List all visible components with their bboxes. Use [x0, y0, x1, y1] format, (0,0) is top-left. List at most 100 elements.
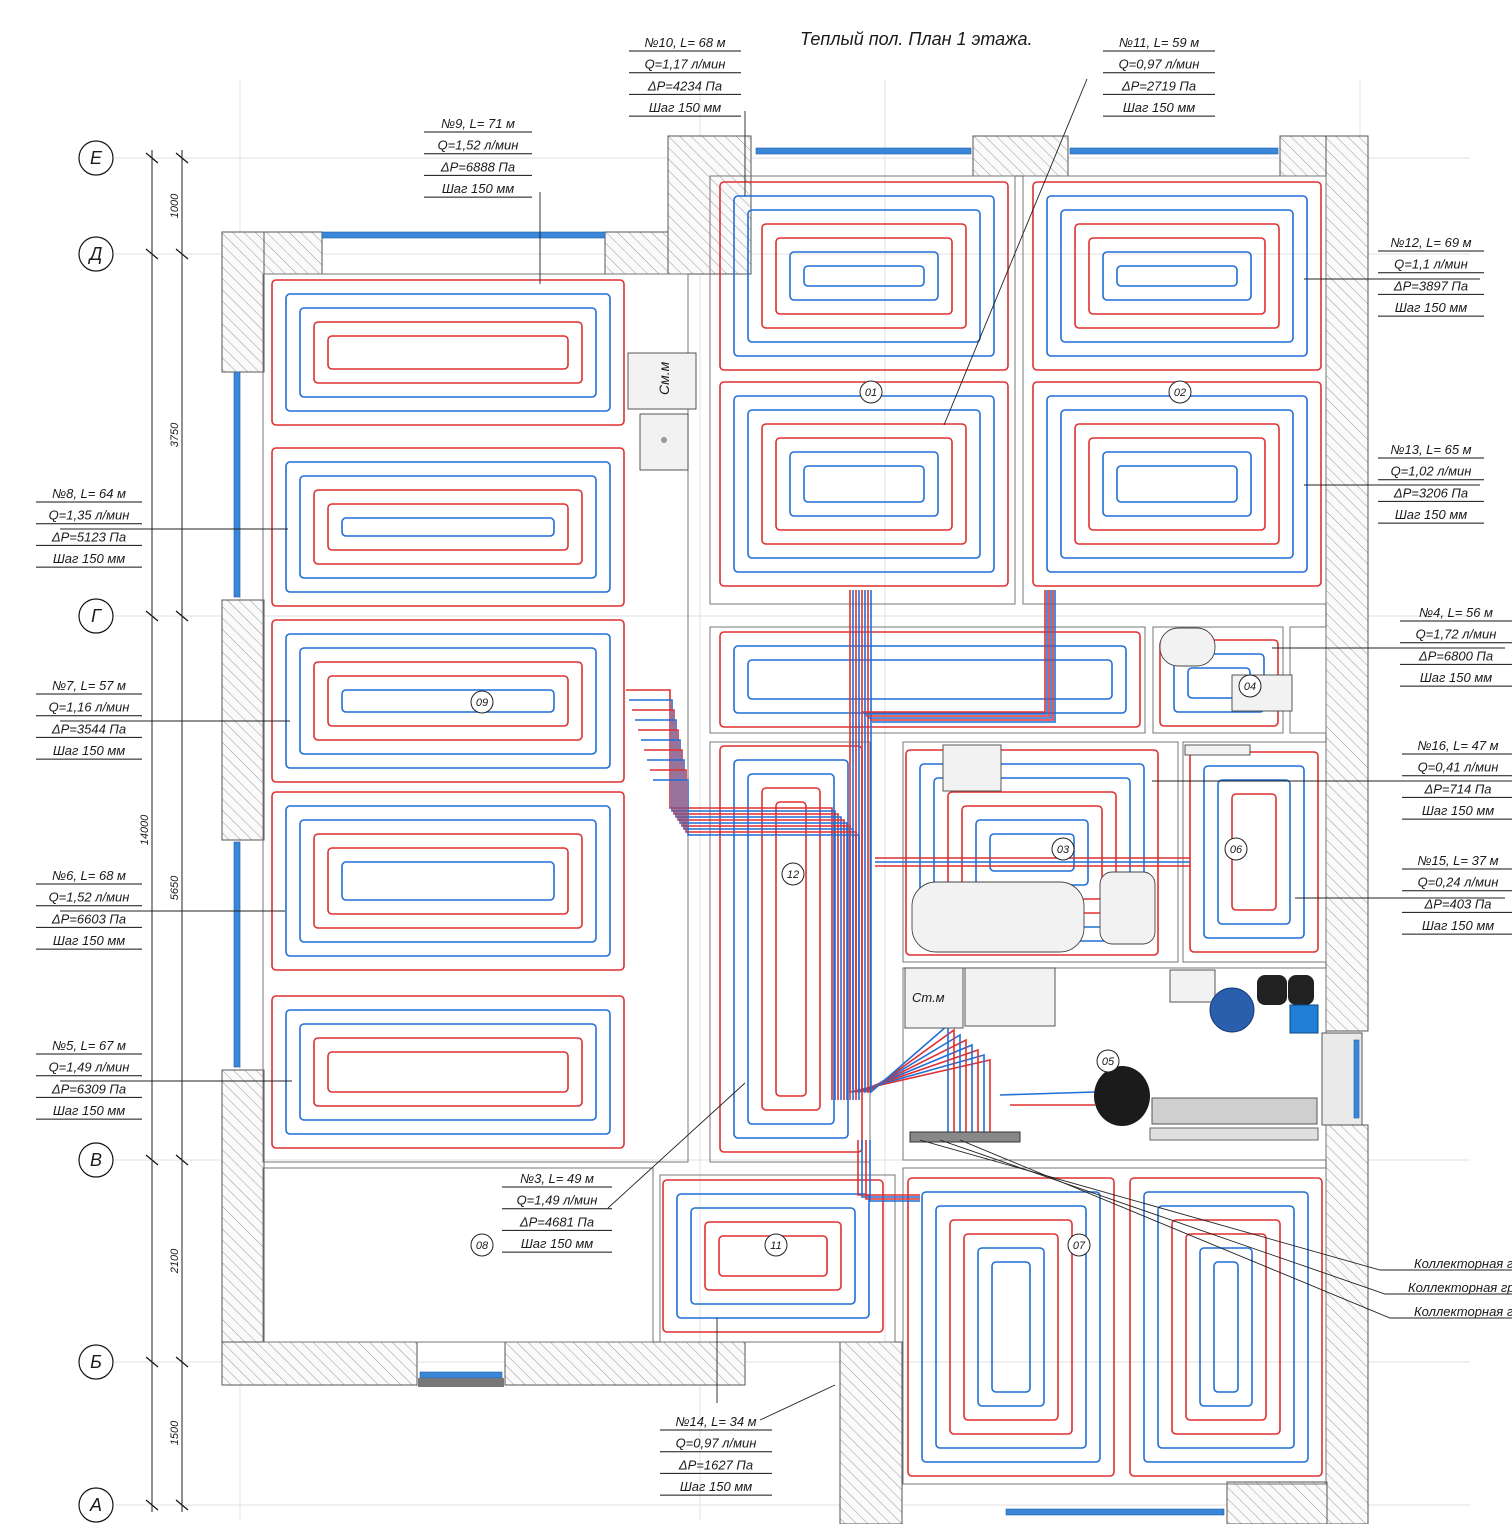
loop-label-line: Шаг 150 мм	[1123, 100, 1195, 115]
dimension-lines	[151, 150, 183, 1512]
loop-label-line: Шаг 150 мм	[649, 100, 721, 115]
loop-label-line: Шаг 150 мм	[53, 933, 125, 948]
loop-label-line: ΔP=3897 Па	[1393, 278, 1468, 293]
loop-label-line: №9, L= 71 м	[441, 116, 515, 131]
heating-loop-1	[271, 447, 625, 607]
axis-letter: Д	[88, 244, 103, 264]
loop-label-line: ΔP=2719 Па	[1121, 78, 1196, 93]
room-marker-06: 06	[1224, 837, 1248, 861]
room-marker-12: 12	[781, 862, 805, 886]
window-top-right	[1069, 147, 1279, 155]
heating-loop-2	[271, 619, 625, 783]
dimension-segment: 1000	[169, 193, 181, 218]
loop-label-line: ΔP=5123 Па	[51, 529, 126, 544]
axis-letter: Е	[90, 148, 103, 168]
laundry-sink	[964, 967, 1056, 1027]
loop-label-line: №11, L= 59 м	[1119, 35, 1199, 50]
loop-label-line: №8, L= 64 м	[52, 486, 126, 501]
loop-label-line: Шаг 150 мм	[53, 743, 125, 758]
room-marker-07: 07	[1067, 1233, 1091, 1257]
window-top-left	[321, 231, 606, 239]
loop-label-line: №5, L= 67 м	[52, 1038, 126, 1053]
window-left-lower	[233, 841, 241, 1068]
dryer-appliance	[627, 352, 697, 410]
axis-letter: В	[90, 1150, 102, 1170]
dimension-total: 14000	[139, 814, 151, 845]
loop-label-line: Q=1,72 л/мин	[1416, 627, 1497, 642]
room-number: 07	[1073, 1240, 1086, 1252]
room-number: 12	[787, 869, 799, 881]
collector-labels: Коллекторная г Коллекторная гр Коллектор…	[1408, 1256, 1512, 1319]
fixtures: См.м Ст.м	[627, 352, 1319, 1143]
loop-label-line: Q=1,52 л/мин	[438, 138, 519, 153]
loop-label-line: Шаг 150 мм	[442, 181, 514, 196]
boiler-unit	[1169, 969, 1216, 1003]
loop-label-line: ΔP=1627 Па	[678, 1457, 753, 1472]
room-number: 09	[476, 697, 488, 709]
dimension-segment: 3750	[169, 422, 181, 447]
room-marker-08: 08	[470, 1233, 494, 1257]
dimension-segment: 2100	[169, 1248, 181, 1274]
collector-label-3: Коллекторная г	[1414, 1304, 1512, 1319]
room-number: 11	[770, 1240, 781, 1252]
loop-label-line: №10, L= 68 м	[644, 35, 725, 50]
loop-label-line: Шаг 150 мм	[53, 551, 125, 566]
collector-label-1: Коллекторная г	[1414, 1256, 1512, 1271]
window-top-center	[755, 147, 972, 155]
loop-label-line: №16, L= 47 м	[1417, 738, 1498, 753]
room-number: 02	[1174, 387, 1186, 399]
axis-letter: Б	[90, 1352, 102, 1372]
collector-group	[909, 1131, 1021, 1143]
axis-letter: Г	[91, 606, 102, 626]
valve-box-icon	[1289, 1004, 1319, 1034]
loop-label-line: ΔP=6309 Па	[51, 1081, 126, 1096]
room-marker-02: 02	[1168, 380, 1192, 404]
room-marker-01: 01	[859, 380, 883, 404]
loop-label-line: Шаг 150 мм	[1422, 918, 1494, 933]
room-number: 08	[476, 1240, 489, 1252]
heating-loop-3	[271, 791, 625, 971]
loop-label-line: ΔP=6800 Па	[1418, 648, 1493, 663]
heating-loop-15	[907, 1177, 1115, 1477]
expansion-tank-icon	[1209, 987, 1255, 1033]
washer-appliance	[904, 967, 964, 1029]
loop-label-line: ΔP=6888 Па	[440, 159, 515, 174]
axis-marker-4: Б	[78, 1344, 189, 1380]
manifold-rail	[1149, 1127, 1319, 1141]
room-marker-05: 05	[1096, 1049, 1120, 1073]
loop-label-line: Q=1,16 л/мин	[49, 700, 130, 715]
heating-loop-9	[719, 631, 1141, 728]
loop-label-line: Q=1,49 л/мин	[517, 1193, 598, 1208]
heating-loop-13	[1189, 751, 1319, 953]
loop-label-line: №4, L= 56 м	[1419, 605, 1493, 620]
loop-label-line: Шаг 150 мм	[1420, 670, 1492, 685]
loop-label-line: Шаг 150 мм	[521, 1236, 593, 1251]
loop-label-line: №6, L= 68 м	[52, 868, 126, 883]
interior-walls	[262, 175, 1327, 1485]
loop-label-line: Шаг 150 мм	[1395, 300, 1467, 315]
loop-label-line: Q=1,35 л/мин	[49, 508, 130, 523]
washer-label: Ст.м	[912, 990, 945, 1005]
heating-loop-6	[719, 381, 1009, 587]
loop-label-line: Q=0,41 л/мин	[1418, 760, 1499, 775]
loop-label-line: Шаг 150 мм	[680, 1479, 752, 1494]
loop-label-line: Q=1,17 л/мин	[645, 57, 726, 72]
loop-label-line: ΔP=714 Па	[1424, 781, 1492, 796]
heating-loop-0	[271, 279, 625, 426]
loop-label-line: ΔP=403 Па	[1424, 896, 1492, 911]
loop-label-line: ΔP=6603 Па	[51, 911, 126, 926]
axis-marker-3: В	[78, 1142, 189, 1178]
room-marker-09: 09	[470, 690, 494, 714]
